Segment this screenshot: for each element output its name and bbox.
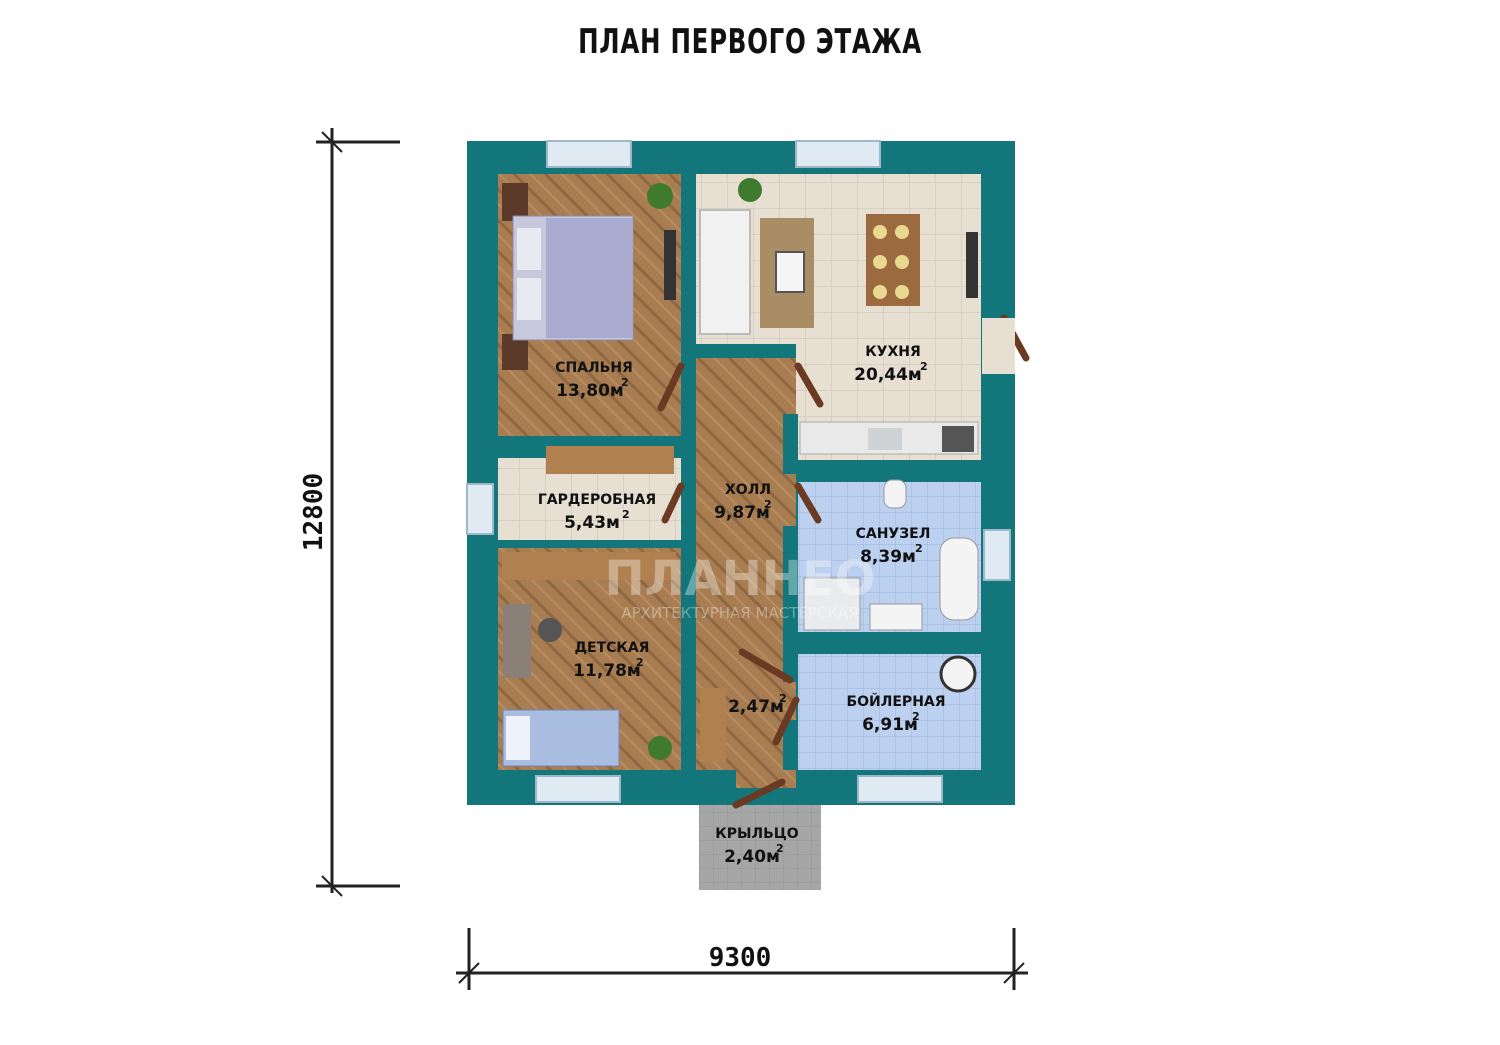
bathroom-area: 8,39м [860, 547, 916, 567]
height-dimension: 12800 [299, 128, 400, 897]
hall-name: ХОЛЛ [725, 482, 771, 498]
area-sup: 2 [622, 508, 630, 521]
area-sup: 2 [621, 376, 629, 389]
area-sup: 2 [920, 360, 928, 373]
kitchen-area: 20,44м [854, 365, 922, 385]
watermark-brand: ПЛАННЕО [604, 551, 875, 607]
area-sup: 2 [912, 710, 920, 723]
boiler-area: 6,91м [862, 715, 918, 735]
area-sup: 2 [764, 498, 772, 511]
kids-name: ДЕТСКАЯ [575, 640, 650, 656]
area-sup: 2 [636, 656, 644, 669]
bedroom-furniture [502, 183, 676, 370]
porch-floor [699, 805, 821, 890]
hall-area: 9,87м [714, 503, 770, 523]
width-label: 9300 [709, 943, 772, 973]
watermark-tagline: АРХИТЕКТУРНАЯ МАСТЕРСКАЯ [621, 604, 858, 622]
height-label: 12800 [299, 473, 329, 551]
room-labels: СПАЛЬНЯ 13,80м 2 КУХНЯ 20,44м 2 ГАРДЕРОБ… [538, 344, 946, 867]
porch-name: КРЫЛЬЦО [715, 826, 798, 842]
bathroom-name: САНУЗЕЛ [856, 526, 931, 542]
page-title: ПЛАН ПЕРВОГО ЭТАЖА [578, 22, 922, 62]
area-sup: 2 [776, 842, 784, 855]
kids-area: 11,78м [573, 661, 641, 681]
wardrobe-area: 5,43м [564, 513, 620, 533]
interior-walls [498, 174, 981, 805]
watermark: ПЛАННЕО АРХИТЕКТУРНАЯ МАСТЕРСКАЯ [604, 551, 875, 622]
area-sup: 2 [779, 692, 787, 705]
wardrobe-rails [502, 446, 726, 762]
bedroom-name: СПАЛЬНЯ [555, 360, 633, 376]
wardrobe-name: ГАРДЕРОБНАЯ [538, 492, 656, 508]
bathroom-fixtures [803, 479, 979, 693]
kitchen-name: КУХНЯ [865, 344, 921, 360]
entry-door-opening [982, 318, 1015, 374]
kids-furniture [502, 604, 672, 767]
windows [466, 140, 1011, 803]
bedroom-area: 13,80м [556, 381, 624, 401]
closet-area: 2,47м [728, 697, 784, 717]
width-dimension: 9300 [456, 928, 1028, 990]
boiler-name: БОЙЛЕРНАЯ [846, 693, 945, 710]
kitchen-furniture [699, 178, 979, 455]
area-sup: 2 [915, 542, 923, 555]
porch-area: 2,40м [724, 847, 780, 867]
doors [657, 314, 1030, 809]
